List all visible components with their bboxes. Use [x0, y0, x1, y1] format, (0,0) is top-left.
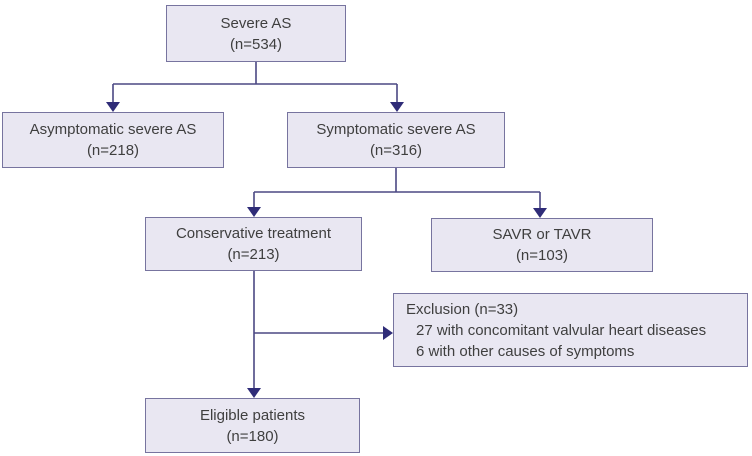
box-exclusion: Exclusion (n=33) 27 with concomitant val… — [393, 293, 748, 367]
box-savr-or-tavr: SAVR or TAVR (n=103) — [431, 218, 653, 272]
box-count: (n=213) — [227, 246, 280, 263]
connector-path — [253, 168, 541, 210]
box-eligible-patients: Eligible patients (n=180) — [145, 398, 360, 453]
box-title: Symptomatic severe AS — [316, 121, 476, 138]
box-count: (n=316) — [369, 142, 423, 159]
box-count: (n=218) — [86, 142, 140, 159]
box-title: Eligible patients — [199, 406, 306, 424]
box-count: (n=103) — [515, 247, 569, 264]
box-title: Exclusion (n=33) — [406, 300, 519, 318]
exclusion-detail: 6 with other causes of symptoms — [416, 342, 635, 360]
connector-path — [112, 62, 398, 104]
box-conservative-treatment: Conservative treatment (n=213) — [145, 217, 362, 271]
arrowhead-down — [247, 388, 261, 398]
box-count: (n=534) — [229, 35, 283, 53]
box-title: Severe AS — [220, 14, 292, 32]
exclusion-detail: 27 with concomitant valvular heart disea… — [416, 321, 707, 339]
box-symptomatic-severe-as: Symptomatic severe AS (n=316) — [287, 112, 505, 168]
connector-conservative-to-eligible — [247, 271, 261, 398]
connector-symptomatic-to-split — [247, 168, 547, 218]
arrowhead-down — [106, 102, 120, 112]
arrowhead-down — [247, 207, 261, 217]
box-title: Asymptomatic severe AS — [29, 121, 197, 138]
box-title: Conservative treatment — [175, 225, 332, 242]
connector-severe-to-split — [106, 62, 404, 112]
box-title: SAVR or TAVR — [492, 226, 592, 243]
box-asymptomatic-severe-as: Asymptomatic severe AS (n=218) — [2, 112, 224, 168]
arrowhead-down — [533, 208, 547, 218]
box-count: (n=180) — [226, 427, 279, 445]
box-severe-as: Severe AS (n=534) — [166, 5, 346, 62]
arrowhead-down — [390, 102, 404, 112]
connector-exclusion-branch — [254, 326, 393, 340]
arrowhead-right — [383, 326, 393, 340]
